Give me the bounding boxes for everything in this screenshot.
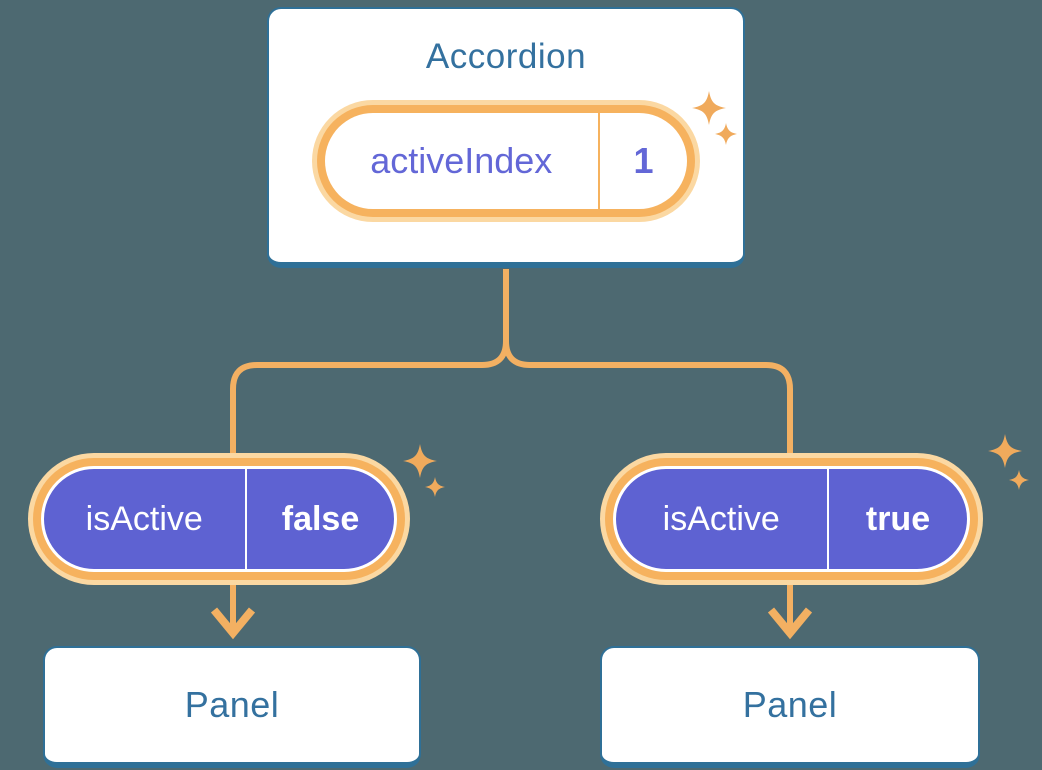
prop-value: false (281, 499, 360, 538)
panel-component-card: Panel (600, 646, 980, 768)
prop-name: isActive (662, 499, 780, 538)
arrow-down-icon (767, 607, 813, 640)
panel-component-card: Panel (43, 646, 421, 768)
component-title-accordion: Accordion (425, 37, 587, 76)
sparkle-icon (403, 444, 445, 497)
pill-divider (597, 113, 600, 209)
arrow-down-icon (210, 607, 256, 640)
state-pill-activeindex: activeIndex 1 (312, 100, 700, 222)
pill-divider (244, 469, 247, 569)
prop-name: isActive (85, 499, 203, 538)
pill-divider (826, 469, 829, 569)
state-value: 1 (633, 140, 654, 181)
prop-pill-isactive-false: isActive false (28, 453, 410, 585)
state-name: activeIndex (370, 140, 553, 181)
connector-right-branch (503, 269, 793, 628)
prop-value: true (865, 499, 931, 538)
accordion-component-card: Accordion activeIndex 1 (267, 7, 745, 268)
state-pill-ring: activeIndex 1 (317, 105, 695, 217)
prop-pill-isactive-true: isActive true (600, 453, 983, 585)
sparkle-icon (692, 91, 737, 145)
sparkle-icon (988, 434, 1029, 490)
